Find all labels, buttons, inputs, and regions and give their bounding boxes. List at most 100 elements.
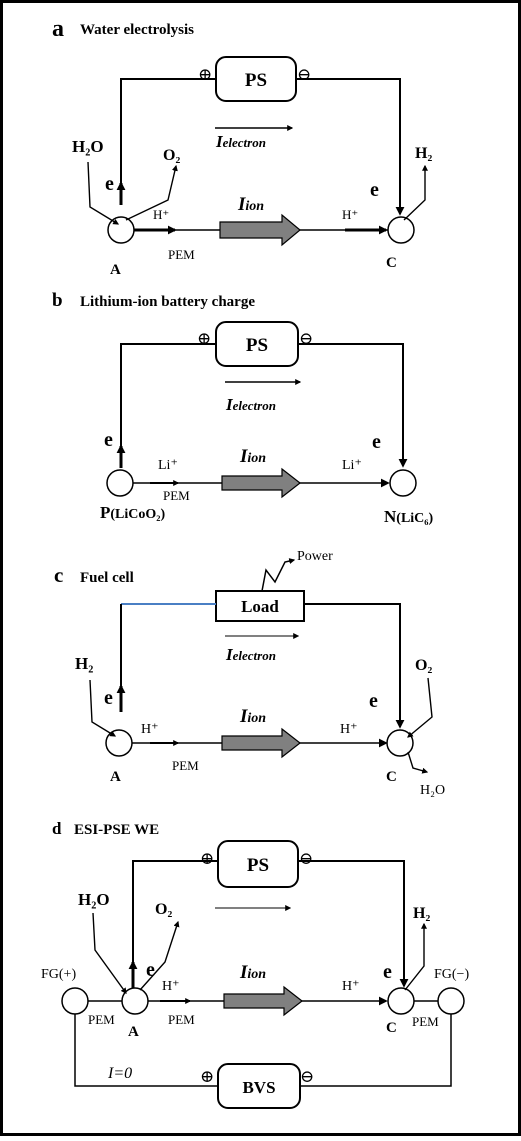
bvs-left-wire (74, 1014, 218, 1087)
cathode-circle (386, 729, 414, 757)
o2-label: O₂ (415, 657, 432, 674)
fg-plus-label: FG(+) (41, 967, 76, 982)
lithium-ion-right-label: Li⁺ (342, 458, 362, 473)
o2-in-arrow (407, 677, 433, 738)
negative-electrode-circle (389, 469, 417, 497)
ion-current-arrow (223, 985, 303, 1017)
pem-label: PEM (163, 488, 190, 503)
power-label: Power (297, 549, 333, 564)
o2-label: O₂ (155, 901, 172, 918)
bvs-label: BVS (242, 1078, 275, 1097)
proton-right-label: H⁺ (342, 979, 360, 994)
fg-plus-circle (61, 987, 89, 1015)
panel-d-title: ESI-PSE WE (74, 822, 159, 838)
anode-circle (105, 729, 133, 757)
left-wire (120, 78, 216, 198)
proton-right-label: H⁺ (340, 722, 358, 737)
o2-out-arrow (139, 920, 180, 991)
right-wire-arrow (296, 78, 405, 216)
h2-label: H₂ (413, 905, 430, 922)
o2-label: O₂ (163, 147, 180, 164)
right-wire-arrow (298, 343, 408, 468)
cathode-circle (387, 216, 415, 244)
bvs-plus-terminal: ⊕ (200, 1067, 214, 1086)
panel-a: a Water electrolysis PS ⊕ ⊖ Ielectron Ii… (52, 16, 432, 278)
panel-c-title: Fuel cell (80, 570, 134, 586)
panel-b-title: Lithium-ion battery charge (80, 294, 255, 310)
cathode-label: C (386, 1020, 397, 1036)
bvs-box (217, 1063, 301, 1109)
left-wire (132, 860, 218, 980)
proton-left-label: H⁺ (162, 979, 180, 994)
electron-right-label: e (372, 431, 381, 453)
fg-minus-label: FG(−) (434, 967, 469, 982)
h2o-out-arrow (407, 751, 429, 774)
h2-out-arrow (403, 164, 428, 221)
electron-current-label: Ielectron (225, 395, 276, 414)
panel-a-letter: a (52, 16, 64, 42)
bvs-right-wire (300, 1014, 452, 1087)
ion-current-label: Iion (239, 706, 266, 727)
ion-current-label: Iion (239, 446, 266, 467)
h2-label: H₂ (415, 145, 432, 162)
h2-label: H₂ (75, 654, 93, 673)
fg-minus-circle (437, 987, 465, 1015)
panel-b-letter: b (52, 290, 63, 311)
h2-out-arrow (404, 922, 427, 991)
panel-a-title: Water electrolysis (80, 22, 194, 38)
anode-label: A (110, 769, 121, 785)
electron-right-label: e (370, 179, 379, 201)
zero-current-label: I=0 (107, 1065, 132, 1082)
ion-current-arrow (221, 727, 301, 759)
proton-right-label: H⁺ (342, 207, 358, 222)
electron-current-label: Ielectron (215, 132, 266, 151)
cathode-label: C (386, 255, 397, 271)
panel-c-letter: c (54, 563, 63, 587)
ion-current-arrow (221, 467, 301, 499)
pem-label: PEM (172, 758, 199, 773)
ion-current-arrow (219, 213, 301, 247)
pem-right-label: PEM (412, 1014, 439, 1029)
load-label: Load (241, 597, 279, 616)
anode-label: A (128, 1024, 139, 1040)
pem-label: PEM (168, 247, 195, 262)
proton-left-label: H⁺ (153, 207, 169, 222)
minus-terminal: ⊖ (297, 65, 311, 84)
electron-left-label: e (104, 429, 113, 451)
minus-terminal: ⊖ (299, 329, 313, 348)
electron-left-label: e (104, 687, 113, 709)
plus-terminal: ⊕ (198, 65, 212, 84)
ion-current-label: Iion (239, 962, 266, 983)
cathode-circle (387, 987, 415, 1015)
panel-d: d ESI-PSE WE PS ⊕ ⊖ Iion BVS ⊕ ⊖ I=0 H₂O… (41, 819, 469, 1109)
anode-label: A (110, 262, 121, 278)
lithium-ion-left-label: Li⁺ (158, 458, 178, 473)
o2-out-arrow (125, 164, 178, 221)
power-supply-label: PS (245, 70, 267, 91)
h2-in-arrow (89, 679, 117, 737)
h2o-label: H₂O (72, 137, 104, 156)
proton-left-label: H⁺ (141, 722, 159, 737)
bvs-minus-terminal: ⊖ (300, 1067, 314, 1086)
negative-electrode-label: N(LiC₆) (384, 507, 433, 526)
pem-middle-label: PEM (168, 1012, 195, 1027)
electron-right-label: e (383, 961, 392, 983)
cathode-label: C (386, 769, 397, 785)
power-supply-box (217, 840, 299, 888)
panel-c: c Fuel cell Load Power Ielectron Iion H₂… (54, 549, 445, 798)
left-wire (120, 343, 216, 466)
plus-terminal: ⊕ (200, 849, 214, 868)
h2o-label: H₂O (78, 890, 110, 909)
h2o-label: H₂O (420, 783, 445, 798)
load-box (215, 590, 305, 622)
plus-terminal: ⊕ (197, 329, 211, 348)
electron-left-label: e (146, 959, 155, 981)
power-out-arrow (261, 558, 296, 592)
power-supply-label: PS (246, 335, 268, 356)
h2o-in-arrow (87, 161, 120, 225)
h2o-in-arrow (92, 912, 127, 994)
right-wire-arrow (298, 860, 409, 988)
